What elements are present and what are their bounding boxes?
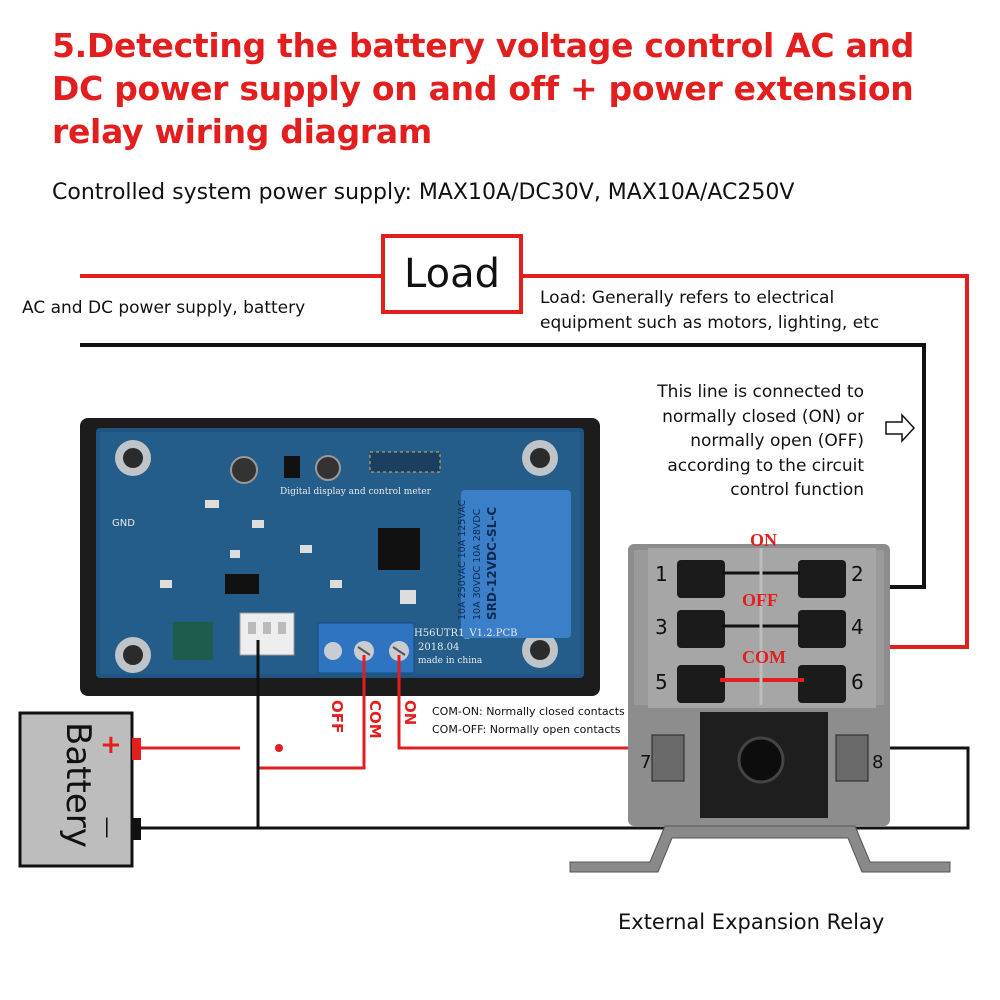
black-supply-wire: [80, 343, 926, 589]
terminal-on-label: ON: [401, 700, 419, 726]
onboard-relay: [461, 490, 571, 638]
power-supply-label: AC and DC power supply, battery: [22, 298, 306, 318]
relay-pin-6: 6: [851, 670, 864, 694]
relay-pin-8: 8: [872, 752, 884, 773]
contact-note-2: COM-OFF: Normally open contacts: [432, 723, 621, 736]
page-title: 5.Detecting the battery voltage control …: [52, 26, 915, 151]
line-note-4: according to the circuit: [667, 455, 864, 476]
terminal-com-label: COM: [366, 700, 384, 739]
load-box: Load: [381, 234, 523, 314]
relay-com-label: COM: [742, 647, 786, 667]
external-relay: [569, 544, 951, 873]
relay-pin-7: 7: [640, 752, 652, 773]
line-note-2: normally closed (ON) or: [662, 406, 864, 427]
load-note-line2: equipment such as motors, lighting, etc: [540, 313, 880, 333]
relay-pin-3: 3: [655, 615, 668, 639]
gnd-label: GND: [112, 518, 135, 529]
terminal-off-label: OFF: [328, 700, 346, 734]
pcb-made: made in china: [418, 656, 483, 666]
battery-minus-wire: [140, 746, 970, 830]
line-note-5: control function: [730, 480, 864, 500]
right-arrow-icon: [885, 413, 916, 443]
line-note-3: normally open (OFF): [690, 431, 864, 451]
battery-plus-sign: +: [100, 730, 122, 760]
relay-pin-1: 1: [655, 562, 668, 586]
wire-on: [397, 655, 670, 750]
battery-label: Battery: [58, 722, 98, 848]
control-board: [80, 418, 600, 696]
line-note: This line is connected to normally close…: [608, 380, 864, 503]
relay-off-label: OFF: [742, 590, 778, 610]
relay-pin-2: 2: [851, 562, 864, 586]
pcb-name: H56UTR1_V1.2.PCB: [414, 628, 518, 639]
board-caption: Digital display and control meter: [280, 487, 431, 497]
relay-print-2: 10A 30VDC 10A 28VDC: [472, 508, 483, 620]
subtitle: Controlled system power supply: MAX10A/D…: [52, 180, 795, 205]
relay-print-1: 10A 250VAC 10A 125VAC: [457, 499, 468, 620]
load-note-line1: Load: Generally refers to electrical: [540, 288, 835, 308]
pcb-date: 2018.04: [418, 642, 460, 653]
battery: [18, 711, 141, 868]
line-note-1: This line is connected to: [657, 382, 864, 402]
battery-minus-sign: —: [94, 816, 120, 839]
relay-print: 10A 250VAC 10A 125VAC 10A 30VDC 10A 28VD…: [455, 470, 500, 620]
relay-caption: External Expansion Relay: [618, 910, 885, 934]
wire-com: [257, 655, 366, 770]
relay-print-3: SRD-12VDC-SL-C: [485, 506, 499, 620]
contact-note-1: COM-ON: Normally closed contacts: [432, 705, 625, 718]
red-load-wire-right: [515, 274, 969, 649]
relay-pin-5: 5: [655, 670, 668, 694]
relay-pin-4: 4: [851, 615, 864, 639]
relay-on-label: ON: [750, 530, 777, 550]
